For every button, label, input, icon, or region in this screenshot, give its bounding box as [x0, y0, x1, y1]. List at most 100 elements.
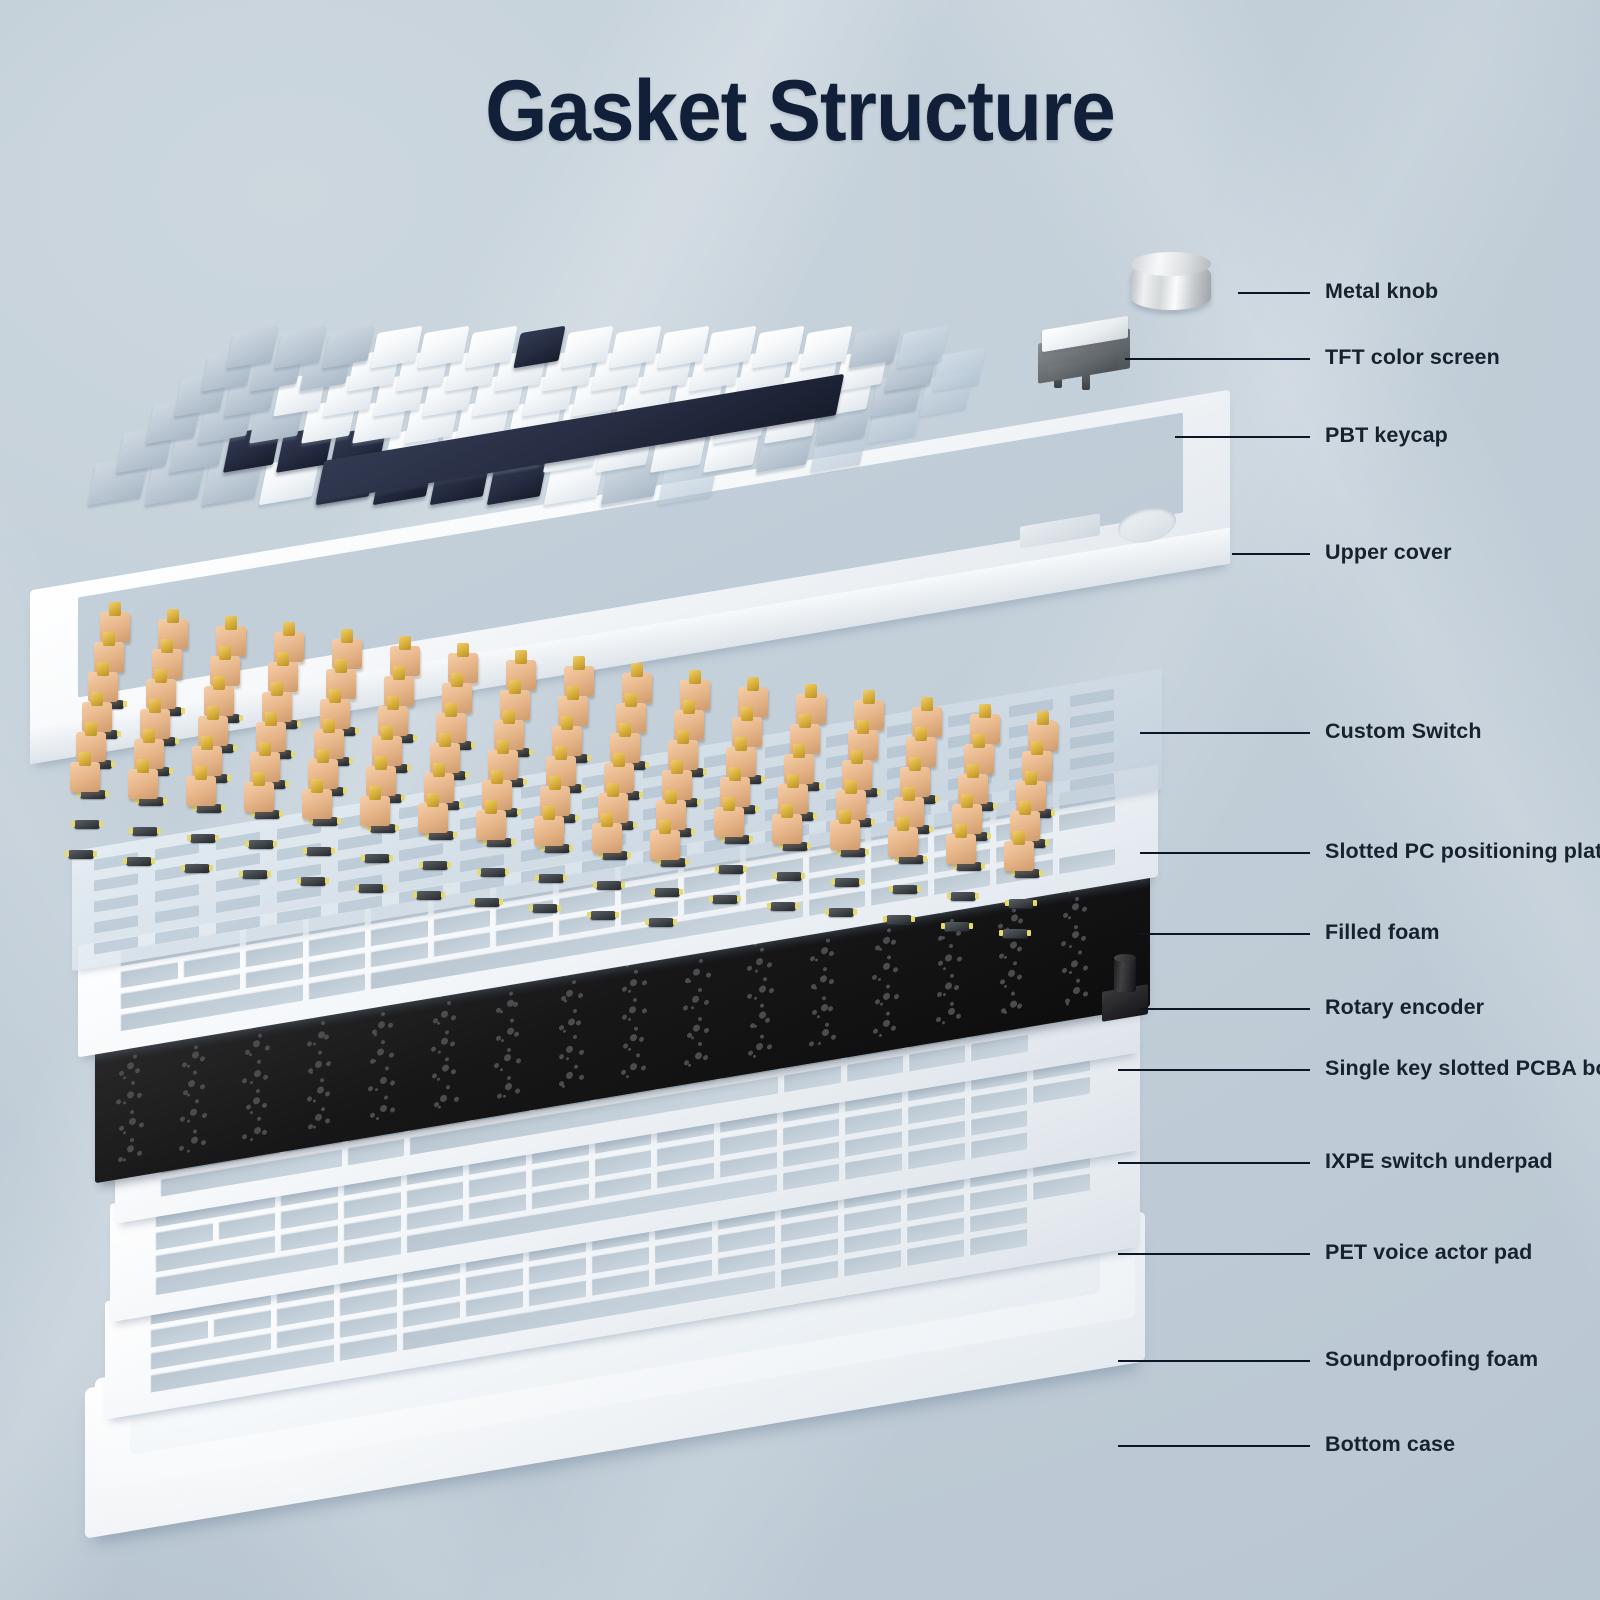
custom-switch — [418, 792, 448, 833]
smd-led — [715, 864, 747, 874]
callout-label-slotted-pc-plate: Slotted PC positioning plate — [1325, 839, 1600, 863]
smd-led — [895, 855, 927, 865]
smd-led — [245, 840, 277, 850]
callout-label-custom-switch: Custom Switch — [1325, 719, 1482, 743]
smd-led — [535, 874, 567, 884]
custom-switch — [1004, 830, 1034, 871]
smd-led — [1011, 868, 1043, 878]
callout-label-upper-cover: Upper cover — [1325, 540, 1452, 564]
smd-led — [471, 897, 503, 907]
smd-led — [721, 834, 753, 844]
smd-led — [71, 820, 103, 829]
custom-switch — [128, 758, 158, 799]
custom-switch — [778, 773, 808, 814]
custom-switch — [906, 727, 936, 768]
smd-led — [651, 888, 683, 897]
custom-switch — [476, 799, 506, 840]
smd-led — [65, 850, 97, 859]
custom-switch — [1028, 710, 1058, 751]
smd-led — [123, 856, 155, 866]
smd-led — [889, 885, 921, 895]
custom-switch — [534, 806, 564, 847]
smd-led — [77, 790, 109, 799]
leader-line-ixpe-underpad — [1118, 1162, 1310, 1164]
custom-switch — [302, 779, 332, 820]
smd-led — [303, 847, 335, 857]
smd-led — [767, 901, 799, 911]
smd-led — [837, 848, 869, 858]
smd-led — [419, 860, 451, 870]
custom-switch — [390, 636, 420, 676]
smd-led — [1005, 898, 1037, 908]
custom-switch — [592, 813, 622, 854]
smd-led — [367, 824, 399, 833]
rotary-encoder-shaft — [1114, 958, 1136, 992]
rotary-encoder-top — [1114, 954, 1136, 962]
custom-switch — [888, 817, 918, 858]
callout-label-rotary-encoder: Rotary encoder — [1325, 995, 1485, 1019]
smd-led — [599, 851, 631, 861]
smd-led — [541, 844, 573, 854]
smd-led — [953, 862, 985, 871]
leader-line-soundproofing — [1118, 1360, 1310, 1362]
smd-led — [999, 928, 1031, 938]
smd-led — [361, 854, 393, 863]
custom-switch — [448, 642, 478, 683]
custom-switch — [314, 719, 344, 760]
callout-label-tft-color-screen: TFT color screen — [1325, 345, 1500, 369]
smd-led — [709, 894, 741, 904]
callout-label-ixpe-underpad: IXPE switch underpad — [1325, 1149, 1553, 1173]
leader-line-rotary-encoder — [1140, 1008, 1310, 1010]
smd-led — [825, 908, 857, 918]
custom-switch — [674, 700, 704, 740]
custom-switch — [70, 752, 100, 792]
custom-switch — [946, 824, 976, 864]
callout-label-filled-foam: Filled foam — [1325, 920, 1440, 944]
page-title: Gasket Structure — [485, 63, 1116, 159]
smd-led — [779, 841, 811, 851]
smd-led — [309, 817, 341, 827]
leader-line-tft-color-screen — [1125, 358, 1310, 360]
leader-line-slotted-pc-plate — [1140, 852, 1310, 854]
callout-label-metal-knob: Metal knob — [1325, 279, 1439, 303]
smd-led — [297, 877, 329, 887]
custom-switch — [384, 666, 414, 706]
custom-switch — [714, 796, 744, 837]
custom-switch — [244, 772, 274, 813]
smd-led — [181, 863, 213, 873]
custom-switch — [100, 602, 130, 642]
smd-led — [239, 870, 271, 880]
smd-led — [187, 833, 219, 843]
custom-switch — [186, 765, 216, 806]
custom-switch — [720, 766, 750, 807]
custom-switch — [830, 810, 860, 851]
smd-led — [477, 867, 509, 877]
smd-led — [193, 803, 225, 813]
custom-switch — [1016, 770, 1046, 811]
callout-label-pcba-board: Single key slotted PCBA board — [1325, 1056, 1600, 1080]
smd-led — [129, 826, 161, 836]
smd-led — [831, 878, 863, 888]
smd-led — [483, 837, 515, 847]
leader-line-pbt-keycap — [1175, 436, 1310, 438]
callout-label-bottom-case: Bottom case — [1325, 1432, 1456, 1456]
smd-led — [135, 796, 167, 806]
metal-knob-top — [1131, 252, 1211, 276]
smd-led — [587, 911, 619, 921]
leader-line-custom-switch — [1140, 732, 1310, 734]
callout-label-pbt-keycap: PBT keycap — [1325, 423, 1448, 447]
leader-line-pet-voice-pad — [1118, 1253, 1310, 1255]
callout-label-soundproofing: Soundproofing foam — [1325, 1347, 1539, 1371]
smd-led — [593, 881, 625, 891]
custom-switch — [650, 820, 680, 860]
smd-led — [941, 922, 973, 931]
leader-line-pcba-board — [1118, 1069, 1310, 1071]
custom-switch — [430, 732, 460, 773]
custom-switch — [94, 632, 124, 672]
smd-led — [413, 890, 445, 900]
leader-line-bottom-case — [1118, 1445, 1310, 1447]
leader-line-filled-foam — [1140, 933, 1310, 935]
custom-switch — [732, 706, 762, 747]
